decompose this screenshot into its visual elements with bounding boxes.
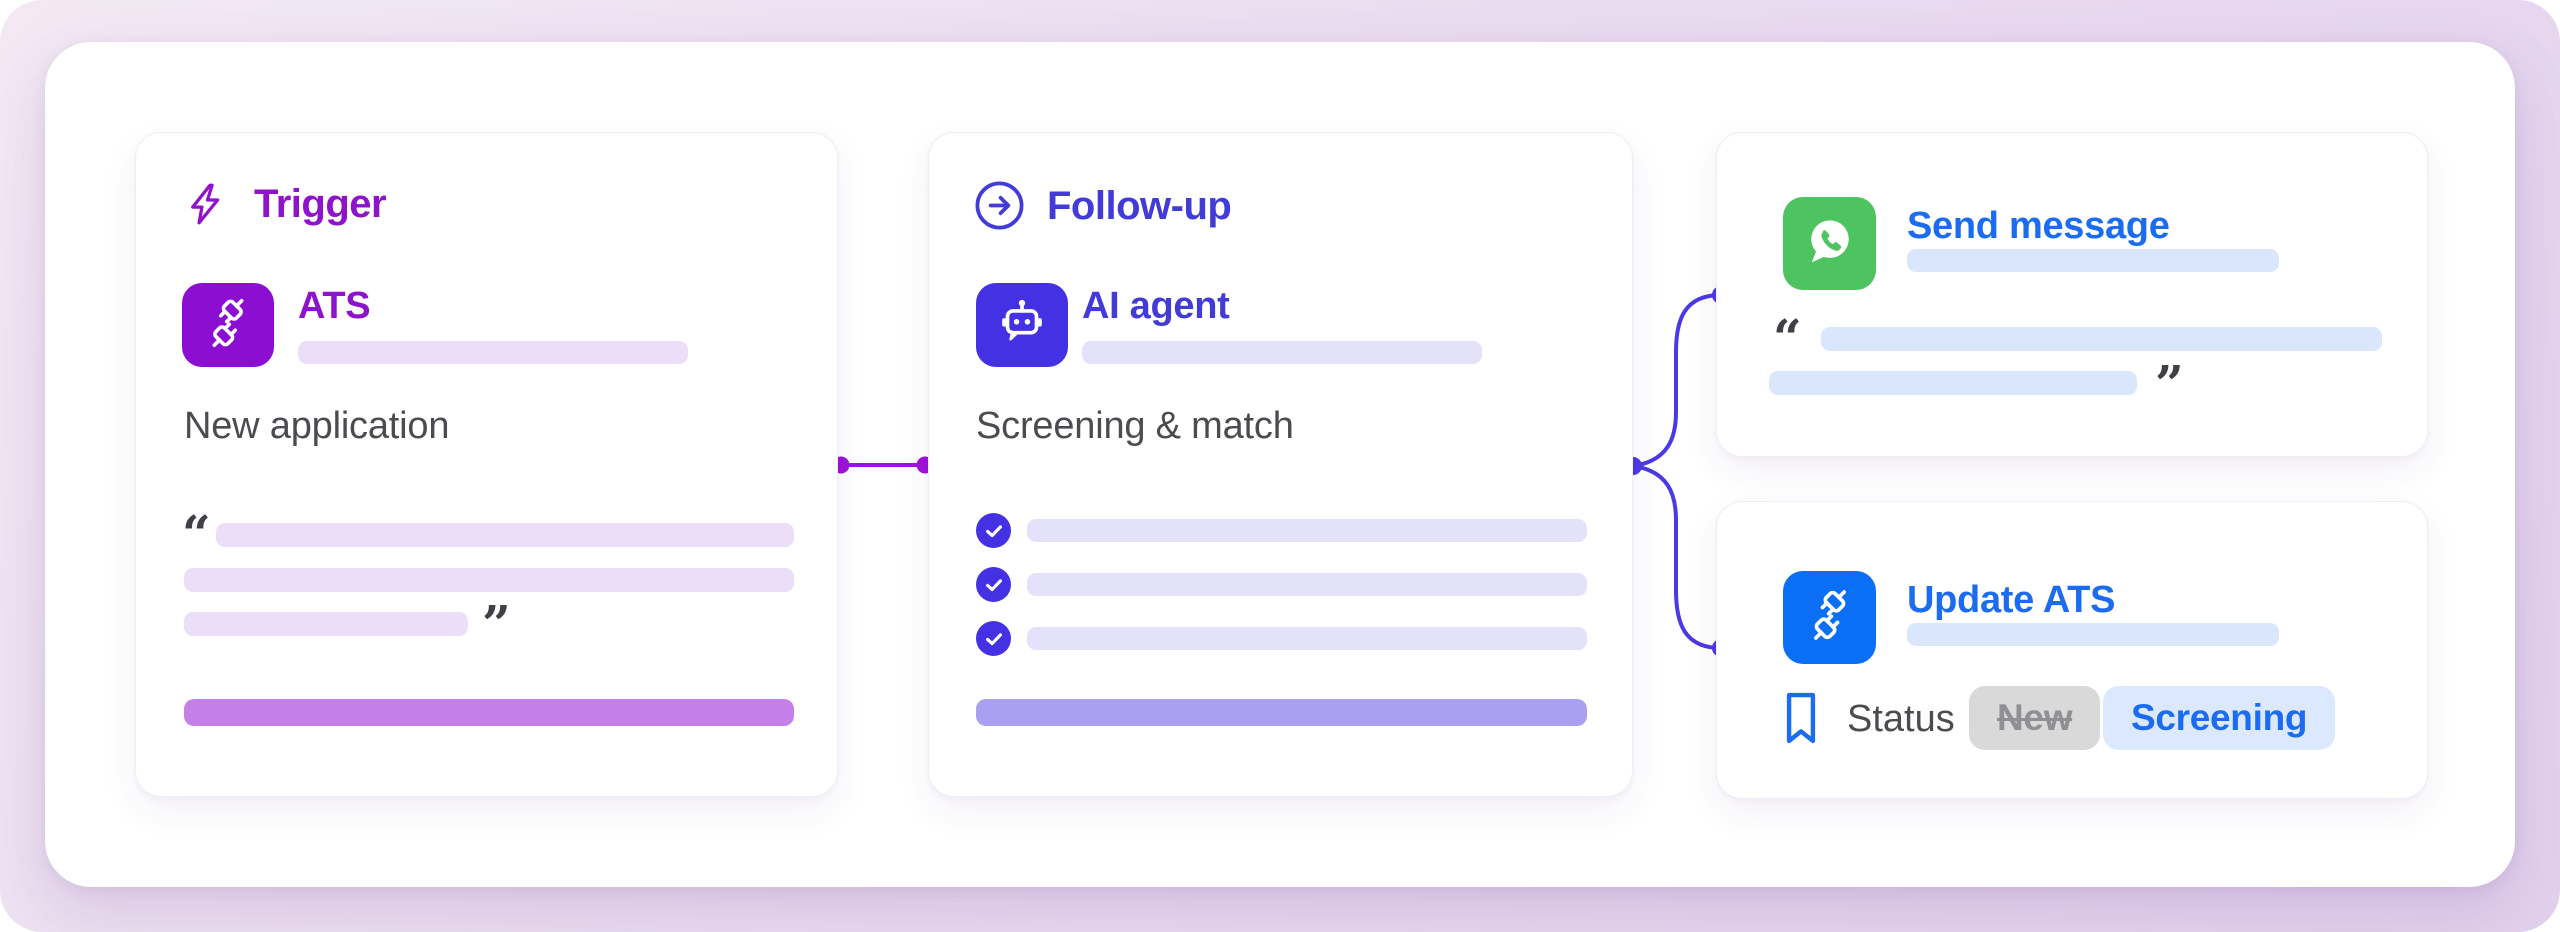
bookmark-icon [1779, 690, 1823, 751]
status-badge-old: New [1969, 686, 2101, 750]
integration-name: AI agent [1082, 285, 1230, 327]
placeholder-bar [1907, 623, 2279, 646]
quote-close: ” [2155, 354, 2184, 413]
status-badge-new: Screening [2103, 686, 2336, 750]
lightning-icon [182, 181, 228, 227]
update-ats-card[interactable]: Update ATS Status New Screening [1716, 501, 2428, 799]
integration-name: ATS [298, 285, 371, 327]
check-icon [976, 567, 1011, 602]
send-message-card[interactable]: Send message “ ” [1716, 132, 2428, 457]
action-title: Screening & match [976, 405, 1294, 447]
quote-close: ” [482, 594, 511, 653]
quote-open: “ [182, 504, 211, 563]
ai-agent-tile [976, 283, 1068, 367]
plug-icon [1800, 585, 1860, 650]
accent-bar [184, 699, 794, 726]
status-label: Status [1847, 698, 1955, 740]
trigger-card-title: Trigger [254, 182, 387, 226]
robot-icon [993, 294, 1051, 357]
followup-card-title: Follow-up [1047, 184, 1232, 228]
send-message-title: Send message [1907, 205, 2170, 247]
followup-card[interactable]: Follow-up AI agent Screening & match [928, 132, 1633, 797]
placeholder-bar [1821, 327, 2382, 351]
trigger-card[interactable]: Trigger ATS New a [135, 132, 838, 797]
placeholder-bar [1027, 627, 1587, 650]
quote-open: “ [1773, 308, 1802, 367]
arrow-circle-icon [973, 179, 1026, 232]
accent-bar [976, 699, 1587, 726]
check-icon [976, 513, 1011, 548]
check-icon [976, 621, 1011, 656]
update-ats-tile [1783, 571, 1876, 664]
placeholder-bar [216, 523, 794, 547]
whatsapp-tile [1783, 197, 1876, 290]
placeholder-bar [184, 568, 794, 592]
event-title: New application [184, 405, 450, 447]
placeholder-bar [1082, 341, 1482, 364]
placeholder-bar [1907, 249, 2279, 272]
placeholder-bar [1027, 573, 1587, 596]
placeholder-bar [1027, 519, 1587, 542]
ats-integration-tile [182, 283, 274, 367]
whatsapp-icon [1800, 211, 1860, 276]
plug-icon [199, 294, 257, 357]
placeholder-bar [184, 612, 468, 636]
placeholder-bar [1769, 371, 2137, 395]
placeholder-bar [298, 341, 688, 364]
update-ats-title: Update ATS [1907, 579, 2116, 621]
